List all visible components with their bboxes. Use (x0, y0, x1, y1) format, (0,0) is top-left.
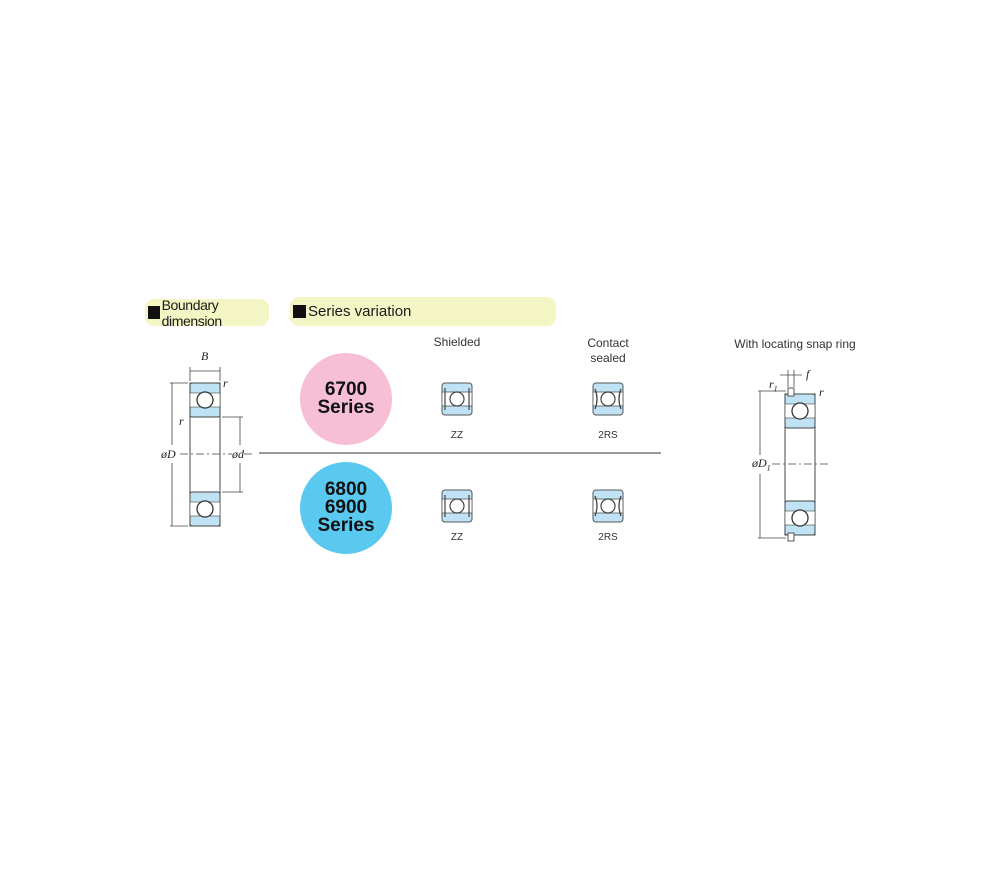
series-6800-number: 6800 (324, 479, 368, 500)
2rs-code-top: 2RS (598, 430, 618, 441)
dim-symbol-r-snap: r (819, 385, 824, 399)
bearing-icon-6800-zz (441, 489, 473, 523)
series-variation-header: Series variation (290, 297, 556, 326)
dim-symbol-D: øD (161, 447, 176, 462)
2rs-code-bottom: 2RS (598, 532, 618, 543)
bearing-icon-6800-2rs (592, 489, 624, 523)
dim-symbol-r-side: r (179, 414, 184, 428)
snap-ring-label: With locating snap ring (734, 337, 856, 351)
series-6800-6900-badge: 6800 6900 Series (300, 462, 392, 554)
bearing-icon-6700-zz (441, 382, 473, 416)
dim-symbol-f: f (806, 367, 810, 381)
series-6900-number: 6900 (324, 497, 368, 518)
series-divider-line (259, 452, 661, 454)
dim-symbol-d: ød (232, 447, 244, 462)
series-6700-word: Series (317, 397, 375, 418)
zz-code-bottom: ZZ (450, 532, 464, 543)
contact-sealed-line2: sealed (590, 351, 626, 365)
dim-symbol-r-top: r (223, 376, 228, 390)
contact-sealed-line1: Contact (587, 336, 629, 350)
series-6700-number: 6700 (324, 379, 368, 400)
black-square-icon (293, 305, 306, 318)
boundary-dimension-header: Boundary dimension (145, 296, 269, 329)
dim-symbol-r1-base: r (769, 377, 774, 391)
dim-symbol-D1-base: øD (752, 456, 767, 470)
bearing-icon-6700-2rs (592, 382, 624, 416)
boundary-dimension-drawing (170, 367, 255, 527)
contact-sealed-label: Contact sealed (568, 336, 648, 366)
black-square-icon (148, 306, 160, 319)
boundary-dimension-title: Boundary dimension (161, 296, 223, 329)
dim-symbol-r1-sub: 1 (773, 384, 778, 394)
series-6700-badge: 6700 Series (300, 353, 392, 445)
series-6800-6900-word: Series (317, 515, 375, 536)
snap-ring-drawing (758, 370, 830, 542)
zz-code-top: ZZ (450, 430, 464, 441)
series-variation-title: Series variation (308, 303, 412, 320)
shielded-label: Shielded (433, 335, 481, 349)
dim-symbol-D1-sub: 1 (766, 463, 771, 473)
dim-symbol-r1: r1 (769, 377, 778, 393)
dim-symbol-B: B (201, 349, 209, 363)
dim-symbol-D1: øD1 (752, 456, 771, 473)
